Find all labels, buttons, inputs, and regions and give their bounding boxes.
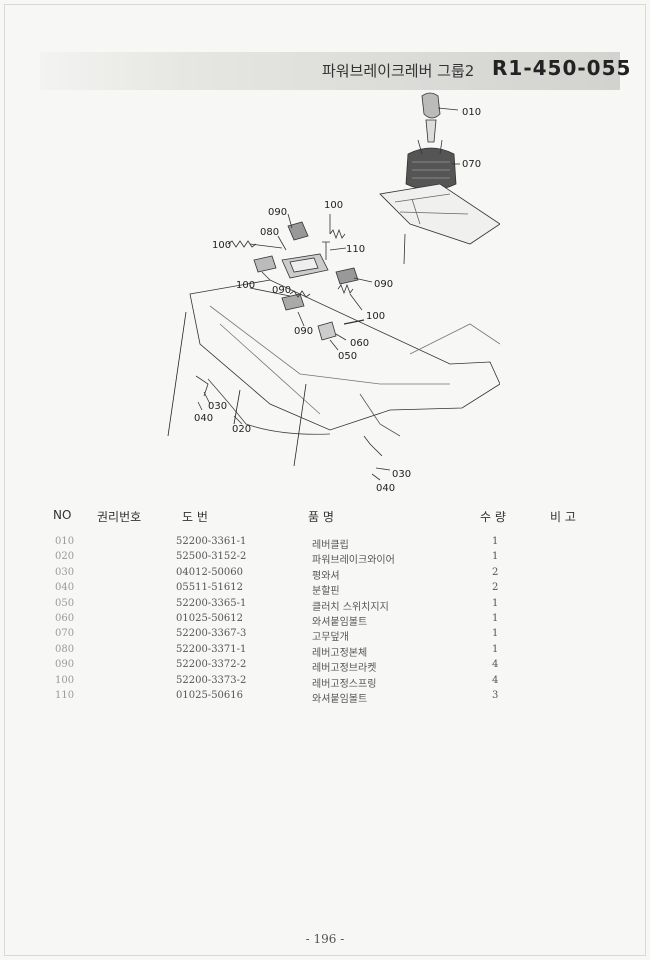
header-manage-no: 권리번호 [97,510,142,524]
table-row: 100 52200-3373-2 레버고정스프링 4 [0,675,650,690]
callout-label: 050 [338,351,357,362]
row-part-no: 52200-3371-1 [176,643,247,655]
row-part-no: 04012-50060 [176,566,244,578]
row-no: 010 [55,536,75,547]
row-name: 레버고정본체 [312,647,368,659]
callout-label: 110 [346,244,365,255]
table-header: NO 권리번호 도 번 품 명 수 량 비 고 [0,508,650,528]
row-no: 030 [55,566,75,578]
table-row: 070 52200-3367-3 고무덮개 1 [0,628,650,643]
header-remarks: 비 고 [550,510,576,524]
callout-label: 100 [324,200,343,211]
table-row: 040 05511-51612 분할핀 2 [0,582,650,597]
callout-label: 040 [194,413,213,424]
header-part-name: 품 명 [308,510,334,524]
callout-labels: 010 070 090 100 080 100 110 100 090 090 … [194,107,481,494]
row-no: 100 [55,674,75,686]
row-qty: 1 [492,612,499,624]
row-no: 040 [55,582,75,594]
parts-table: 010 52200-3361-1 레버클립 1 020 52500-3152-2… [0,536,650,705]
row-part-no: 52200-3372-2 [176,659,247,671]
row-part-no: 01025-50612 [176,612,244,624]
header-quantity: 수 량 [480,510,506,524]
callout-label: 020 [232,424,251,435]
callout-label: 030 [392,469,411,480]
callout-label: 090 [374,279,393,290]
row-no: 090 [55,659,75,671]
row-qty: 4 [492,659,499,671]
row-name: 고무덮개 [312,632,349,644]
callout-label: 010 [462,107,481,118]
row-part-no: 52200-3373-2 [176,674,247,686]
page-border [4,4,646,956]
row-name: 레버고정스프링 [312,678,377,690]
table-row: 060 01025-50612 와셔붙임볼트 1 [0,613,650,628]
callout-label: 030 [208,401,227,412]
callout-label: 100 [212,240,231,251]
row-qty: 1 [492,597,499,609]
row-qty: 2 [492,566,499,578]
row-part-no: 05511-51612 [176,582,244,594]
row-name: 클러치 스위치지지 [312,601,389,613]
row-qty: 1 [492,628,499,640]
row-no: 080 [55,643,75,655]
row-no: 110 [55,689,75,701]
callout-label: 070 [462,159,481,170]
header-no: NO [53,508,72,522]
part-group-code: R1-450-055 [492,56,632,80]
parts-drawing: 010 070 090 100 080 100 110 100 090 090 … [167,92,500,494]
row-no: 050 [55,597,75,609]
exploded-parts-diagram: 010 070 090 100 080 100 110 100 090 090 … [150,84,500,504]
row-part-no: 52200-3361-1 [176,536,247,547]
row-part-no: 52500-3152-2 [176,551,247,563]
row-qty: 3 [492,689,499,701]
callout-label: 090 [294,326,313,337]
callout-label: 060 [350,338,369,349]
table-row: 010 52200-3361-1 레버클립 1 [0,536,650,551]
row-name: 와셔붙임볼트 [312,616,368,628]
row-qty: 4 [492,674,499,686]
callout-label: 090 [268,207,287,218]
page-title: 파워브레이크레버 그룹2 [322,62,475,80]
row-no: 060 [55,612,75,624]
callout-label: 080 [260,227,279,238]
table-row: 080 52200-3371-1 레버고정본체 1 [0,644,650,659]
callout-label: 100 [236,280,255,291]
table-row: 090 52200-3372-2 레버고정브라켓 4 [0,659,650,674]
row-qty: 1 [492,643,499,655]
row-name: 분할핀 [312,586,340,598]
title-band [40,52,620,90]
row-part-no: 52200-3365-1 [176,597,247,609]
header-part-no: 도 번 [182,510,208,524]
callout-label: 100 [366,311,385,322]
table-row: 050 52200-3365-1 클러치 스위치지지 1 [0,598,650,613]
table-row: 020 52500-3152-2 파워브레이크와이어 1 [0,551,650,566]
table-row: 030 04012-50060 평와셔 2 [0,567,650,582]
row-qty: 2 [492,582,499,594]
callout-label: 090 [272,285,291,296]
row-name: 와셔붙임볼트 [312,693,368,705]
row-qty: 1 [492,551,499,563]
callout-label: 040 [376,483,395,494]
row-no: 020 [55,551,75,563]
row-name: 파워브레이크와이어 [312,555,395,567]
page-number: - 196 - [305,932,345,946]
row-name: 평와셔 [312,570,340,582]
row-name: 레버클립 [312,540,349,551]
row-part-no: 01025-50616 [176,689,244,701]
row-qty: 1 [492,536,499,547]
row-no: 070 [55,628,75,640]
table-row: 110 01025-50616 와셔붙임볼트 3 [0,690,650,705]
row-name: 레버고정브라켓 [312,663,377,675]
row-part-no: 52200-3367-3 [176,628,247,640]
